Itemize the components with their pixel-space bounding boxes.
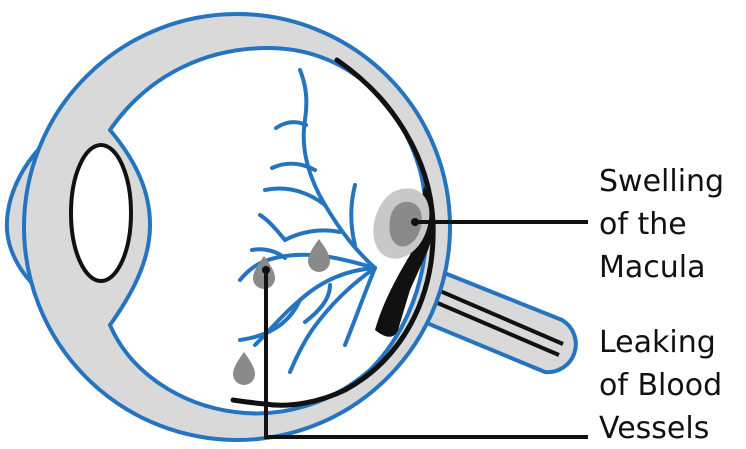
label-line: of Blood [599, 364, 722, 407]
label-line: Swelling [599, 160, 724, 203]
lens [71, 145, 131, 281]
label-line: Macula [599, 246, 724, 289]
label-line: Leaking [599, 321, 722, 364]
label-line: Vessels [599, 407, 722, 449]
label-swelling-of-the-macula: Swelling of the Macula [599, 160, 724, 289]
label-leaking-of-blood-vessels: Leaking of Blood Vessels [599, 321, 722, 449]
callout-dot-leaking [262, 266, 270, 274]
label-line: of the [599, 203, 724, 246]
callout-dot-swelling [411, 218, 419, 226]
